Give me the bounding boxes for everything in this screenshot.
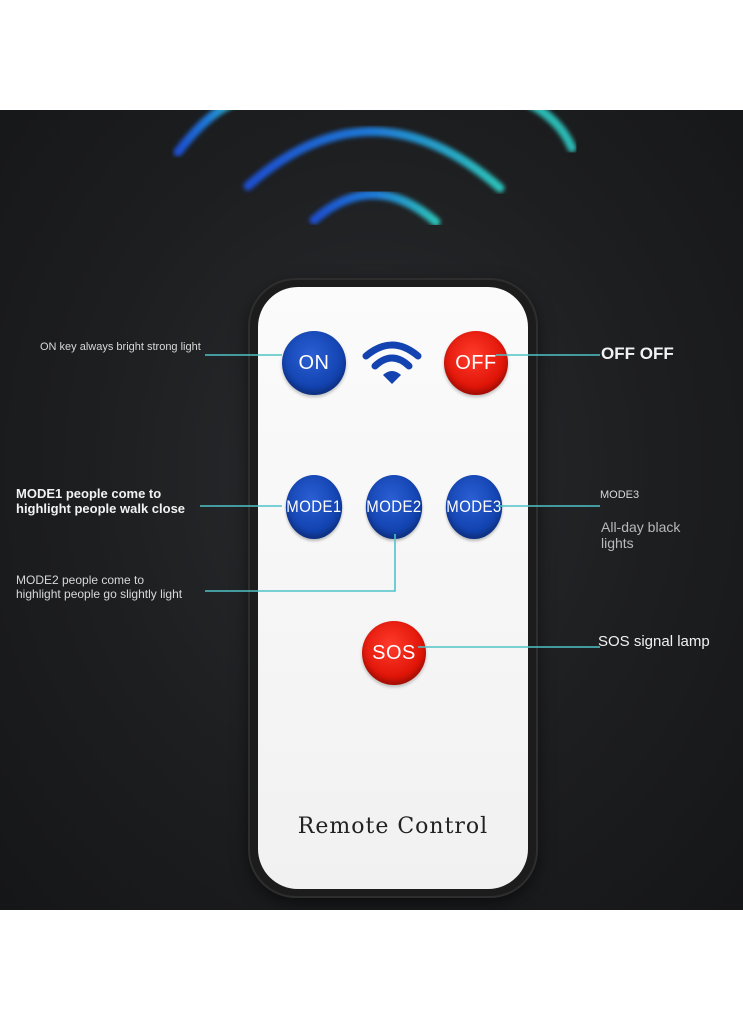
on-annotation: ON key always bright strong light (40, 341, 201, 353)
off-button[interactable]: OFF (444, 331, 508, 395)
remote-control-body: ON OFF MODE1 MODE2 MODE3 SOS Remote Cont… (250, 280, 536, 896)
mode3-button[interactable]: MODE3 (445, 475, 503, 539)
mode2-annotation-line1: MODE2 people come to (16, 573, 145, 587)
mode2-button[interactable]: MODE2 (365, 475, 423, 539)
remote-control-face: ON OFF MODE1 MODE2 MODE3 SOS Remote Cont… (258, 287, 528, 889)
mode1-button[interactable]: MODE1 (285, 475, 343, 539)
mode2-annotation-line2: highlight people go slightly light (16, 586, 183, 601)
mode3-annotation-line2: lights (601, 535, 634, 552)
mode1-annotation-line1: MODE1 people come to (16, 486, 162, 501)
mode1-annotation: MODE1 people come to highlight people wa… (16, 486, 186, 517)
on-button[interactable]: ON (282, 331, 346, 395)
remote-control-label: Remote Control (297, 814, 489, 839)
product-image-panel: ON OFF MODE1 MODE2 MODE3 SOS Remote Cont… (0, 110, 743, 910)
off-annotation: OFF OFF (601, 344, 674, 363)
mode1-annotation-line2: highlight people walk close (16, 500, 186, 516)
wifi-icon (362, 341, 422, 384)
mode3-annotation: All-day black lights (601, 519, 680, 551)
mode2-annotation: MODE2 people come to highlight people go… (16, 573, 183, 602)
signal-arcs-icon (173, 110, 577, 227)
sos-button[interactable]: SOS (362, 621, 426, 685)
mode3-annotation-line1: All-day black (601, 519, 681, 535)
sos-annotation: SOS signal lamp (598, 633, 710, 650)
mode3-annotation-title: MODE3 (600, 489, 640, 501)
